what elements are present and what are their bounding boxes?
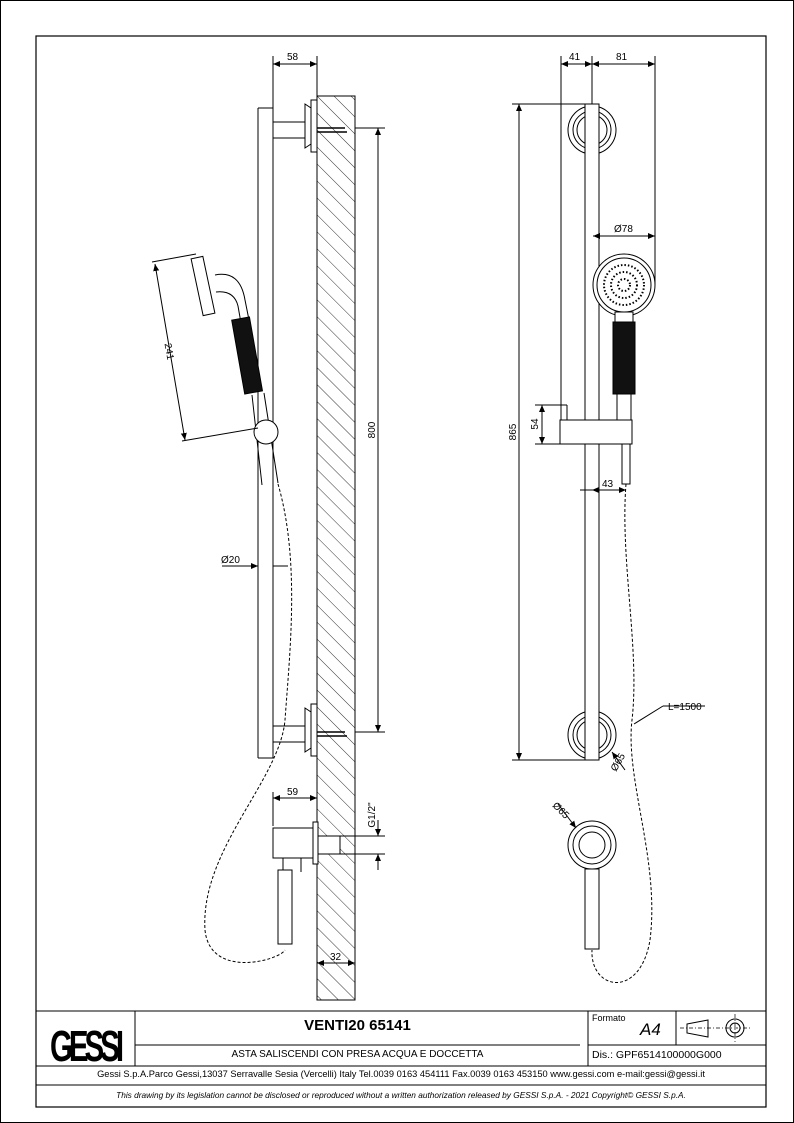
- dim-81: 81: [616, 52, 628, 63]
- product-title: VENTI20 65141: [304, 1017, 411, 1034]
- title-block: [36, 1010, 766, 1086]
- projection-symbol-icon: [686, 1019, 709, 1038]
- side-view: [151, 56, 385, 1001]
- dim-d78: Ø78: [614, 224, 633, 235]
- copyright-disclaimer: This drawing by its legislation cannot b…: [116, 1090, 686, 1100]
- dim-32: 32: [330, 952, 342, 963]
- product-description: ASTA SALISCENDI CON PRESA ACQUA E DOCCET…: [231, 1049, 484, 1060]
- dim-241: 241: [162, 342, 176, 361]
- format-label: Formato: [592, 1013, 626, 1023]
- svg-text:GESSI: GESSI: [50, 1022, 123, 1071]
- dim-g12: G1/2": [367, 802, 378, 828]
- dim-l1500: L=1500: [668, 702, 702, 713]
- dim-43: 43: [602, 479, 614, 490]
- drawing-number: Dis.: GPF6514100000G000: [592, 1049, 722, 1061]
- company-address: Gessi S.p.A.Parco Gessi,13037 Serravalle…: [97, 1069, 705, 1079]
- dim-d20: Ø20: [221, 555, 240, 566]
- format-value: A4: [640, 1020, 661, 1039]
- side-view-labels: 58 800 241 Ø20 59 G1/2" 32: [162, 52, 378, 963]
- wall-section: [316, 95, 356, 1001]
- dim-59: 59: [287, 787, 299, 798]
- front-view: [512, 56, 705, 983]
- dim-54: 54: [530, 418, 541, 430]
- dim-41: 41: [569, 52, 581, 63]
- dim-d65-rosette: Ø65: [609, 751, 628, 773]
- drawing-frame: [35, 35, 767, 1108]
- gessi-logo: GESSI: [50, 1022, 129, 1071]
- dim-800: 800: [367, 421, 378, 438]
- dim-865: 865: [508, 423, 519, 440]
- dim-d65-outlet: Ø65: [550, 800, 571, 821]
- dim-58: 58: [287, 52, 299, 63]
